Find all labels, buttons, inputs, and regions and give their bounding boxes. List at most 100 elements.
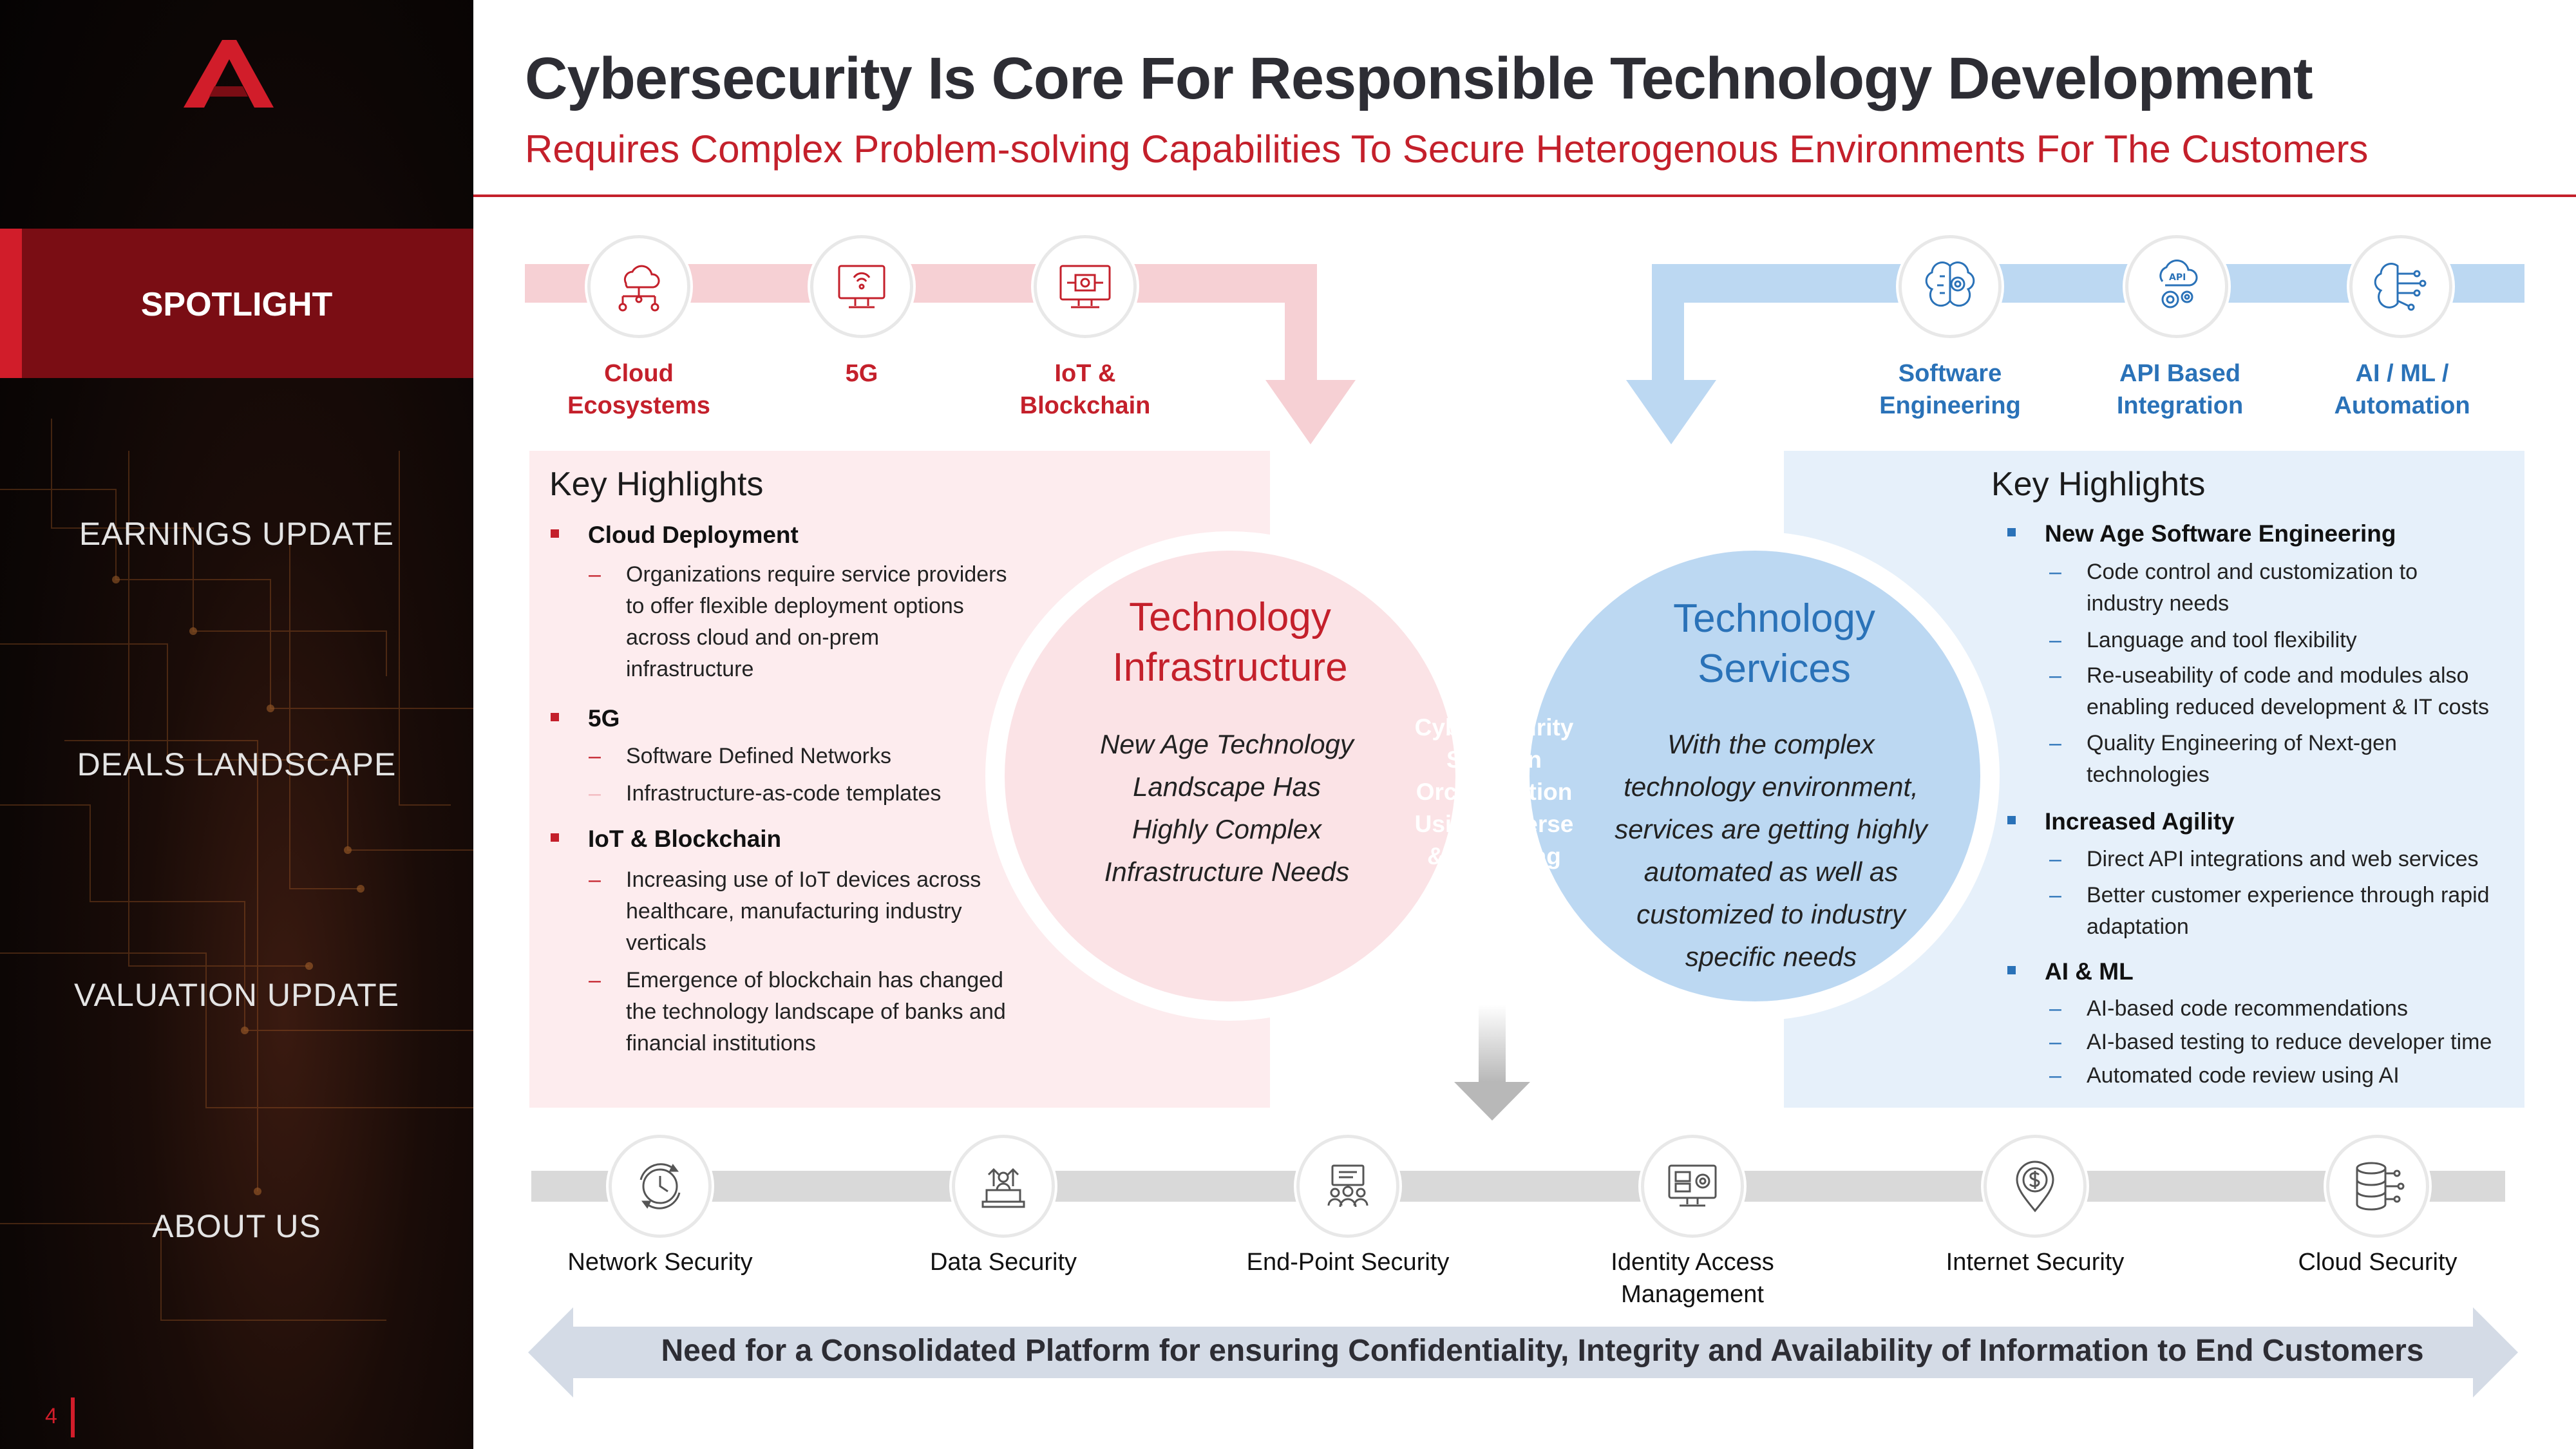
text-line: Highly Complex [1132,814,1322,844]
nav-item-valuation-update[interactable]: VALUATION UPDATE [74,977,399,1013]
dash-icon: – [589,781,601,806]
label-line: Management [1621,1281,1764,1308]
dash-icon: – [589,968,601,992]
iot-monitor-icon [1034,235,1137,338]
category-label-cloud-ecosystems: Cloud Ecosystems [529,357,748,422]
sub-line: Emergence of blockchain has changed [626,968,1003,992]
sub-line: the technology landscape of banks and [626,999,1006,1024]
category-label-software-engineering: Software Engineering [1841,357,2060,422]
infra-sub-item: – Increasing use of IoT devices across h… [589,864,981,959]
infra-bullet: 5G [551,705,620,732]
nav-item-earnings-update[interactable]: EARNINGS UPDATE [79,516,395,552]
label-line: Network Security [567,1249,753,1276]
infra-circle-text: New Age Technology Landscape Has Highly … [1034,723,1420,893]
dash-icon: – [2049,996,2061,1021]
category-label-api-integration: API Based Integration [2070,357,2289,422]
security-label-cloud: Cloud Security [2249,1246,2506,1278]
services-sub-item: – AI-based testing to reduce developer t… [2049,1027,2492,1058]
infra-sub-item: – Software Defined Networks [589,741,891,772]
bullet-title: 5G [588,705,620,732]
services-sub-item: – Better customer experience through rap… [2049,880,2490,943]
category-label-ai-ml-automation: AI / ML / Automation [2293,357,2512,422]
title-line: Technology [1673,596,1875,641]
identity-monitor-icon [1641,1135,1744,1238]
label-line: IoT & [1054,360,1116,387]
bullet-square-icon [551,713,559,721]
dash-icon: – [2049,847,2061,871]
label-line: Cloud Security [2298,1249,2458,1276]
sub-line: Re-useability of code and modules also [2087,663,2469,688]
services-sub-item: – Code control and customization to indu… [2049,556,2418,620]
label-line: Cloud [604,360,674,387]
services-bullet: Increased Agility [2007,808,2235,835]
infra-sub-item: – Emergence of blockchain has changed th… [589,965,1006,1059]
infra-down-arrow [1265,380,1356,444]
sub-line: financial institutions [626,1031,816,1056]
services-highlights-title: Key Highlights [1991,466,2206,503]
dash-icon: – [2049,663,2061,688]
down-arrow-grey [1454,1082,1530,1121]
sub-line: Quality Engineering of Next-gen [2087,731,2397,755]
page-title: Cybersecurity Is Core For Responsible Te… [525,46,2313,111]
services-bullet: AI & ML [2007,958,2134,985]
footer-statement: Need for a Consolidated Platform for ens… [661,1334,2424,1368]
page-subtitle: Requires Complex Problem-solving Capabil… [525,128,2369,171]
bullet-square-icon [2007,816,2016,824]
label-line: Data Security [929,1249,1077,1276]
lens-line: Solution [1446,746,1542,773]
intersection-lens-text: Need For Bespoke Cybersecurity Solution … [1391,647,1597,905]
ai-circuit-icon [2349,235,2452,338]
sidebar: SPOTLIGHT EARNINGS UPDATE DEALS LANDSCAP… [0,0,473,1449]
bullet-title: AI & ML [2045,958,2134,985]
page-number: 4 [45,1404,57,1428]
nav-item-about-us[interactable]: ABOUT US [152,1208,321,1244]
dash-icon: – [2049,1030,2061,1054]
lens-line: Using Diverse [1414,811,1574,837]
sub-line: industry needs [2087,591,2230,616]
infra-bullet: Cloud Deployment [551,522,799,549]
sub-line: technologies [2087,762,2210,787]
header-divider [473,194,2576,197]
dash-icon: – [589,562,601,587]
network-clock-icon [609,1135,712,1238]
bullet-square-icon [551,529,559,538]
bullet-title: IoT & Blockchain [588,826,782,852]
infra-circle-title: Technology Infrastructure [1037,592,1423,693]
sub-line: to offer flexible deployment options [626,594,964,618]
services-sub-item: – Automated code review using AI [2049,1060,2400,1092]
text-line: With the complex [1667,729,1875,759]
services-circle [1530,551,1980,1001]
services-down-arrow [1626,380,1716,444]
security-label-internet: Internet Security [1906,1246,2164,1278]
text-line: New Age Technology [1100,729,1354,759]
bullet-square-icon [551,833,559,842]
title-line: Infrastructure [1112,645,1348,690]
security-label-data: Data Security [875,1246,1132,1278]
lens-line: & Emerging [1427,843,1561,869]
dollar-pin-icon [1984,1135,2087,1238]
sub-line: Direct API integrations and web services [2087,847,2479,871]
label-line: Automation [2334,392,2470,419]
category-label-iot-blockchain: IoT & Blockchain [985,357,1185,422]
bullet-title: Cloud Deployment [588,522,799,548]
lens-line: Bespoke [1444,682,1544,708]
title-line: Services [1698,647,1851,691]
nav-item-spotlight[interactable]: SPOTLIGHT [0,229,473,378]
endpoint-users-icon [1296,1135,1399,1238]
dash-icon: – [2049,1063,2061,1088]
cloud-network-icon [587,235,690,338]
5g-monitor-icon [810,235,913,338]
infra-sub-item: – Organizations require service provider… [589,559,1007,685]
infra-sub-item: – Infrastructure-as-code templates [589,778,941,810]
dash-icon: – [2049,883,2061,907]
bullet-title: New Age Software Engineering [2045,520,2396,547]
label-line: Identity Access [1611,1249,1774,1276]
text-line: Infrastructure Needs [1104,857,1350,887]
dash-icon: – [2049,560,2061,584]
security-label-network: Network Security [531,1246,789,1278]
dash-icon: – [589,744,601,768]
category-label-5g: 5G [765,357,958,390]
page-number-divider [71,1397,75,1437]
nav-item-deals-landscape[interactable]: DEALS LANDSCAPE [77,746,397,782]
